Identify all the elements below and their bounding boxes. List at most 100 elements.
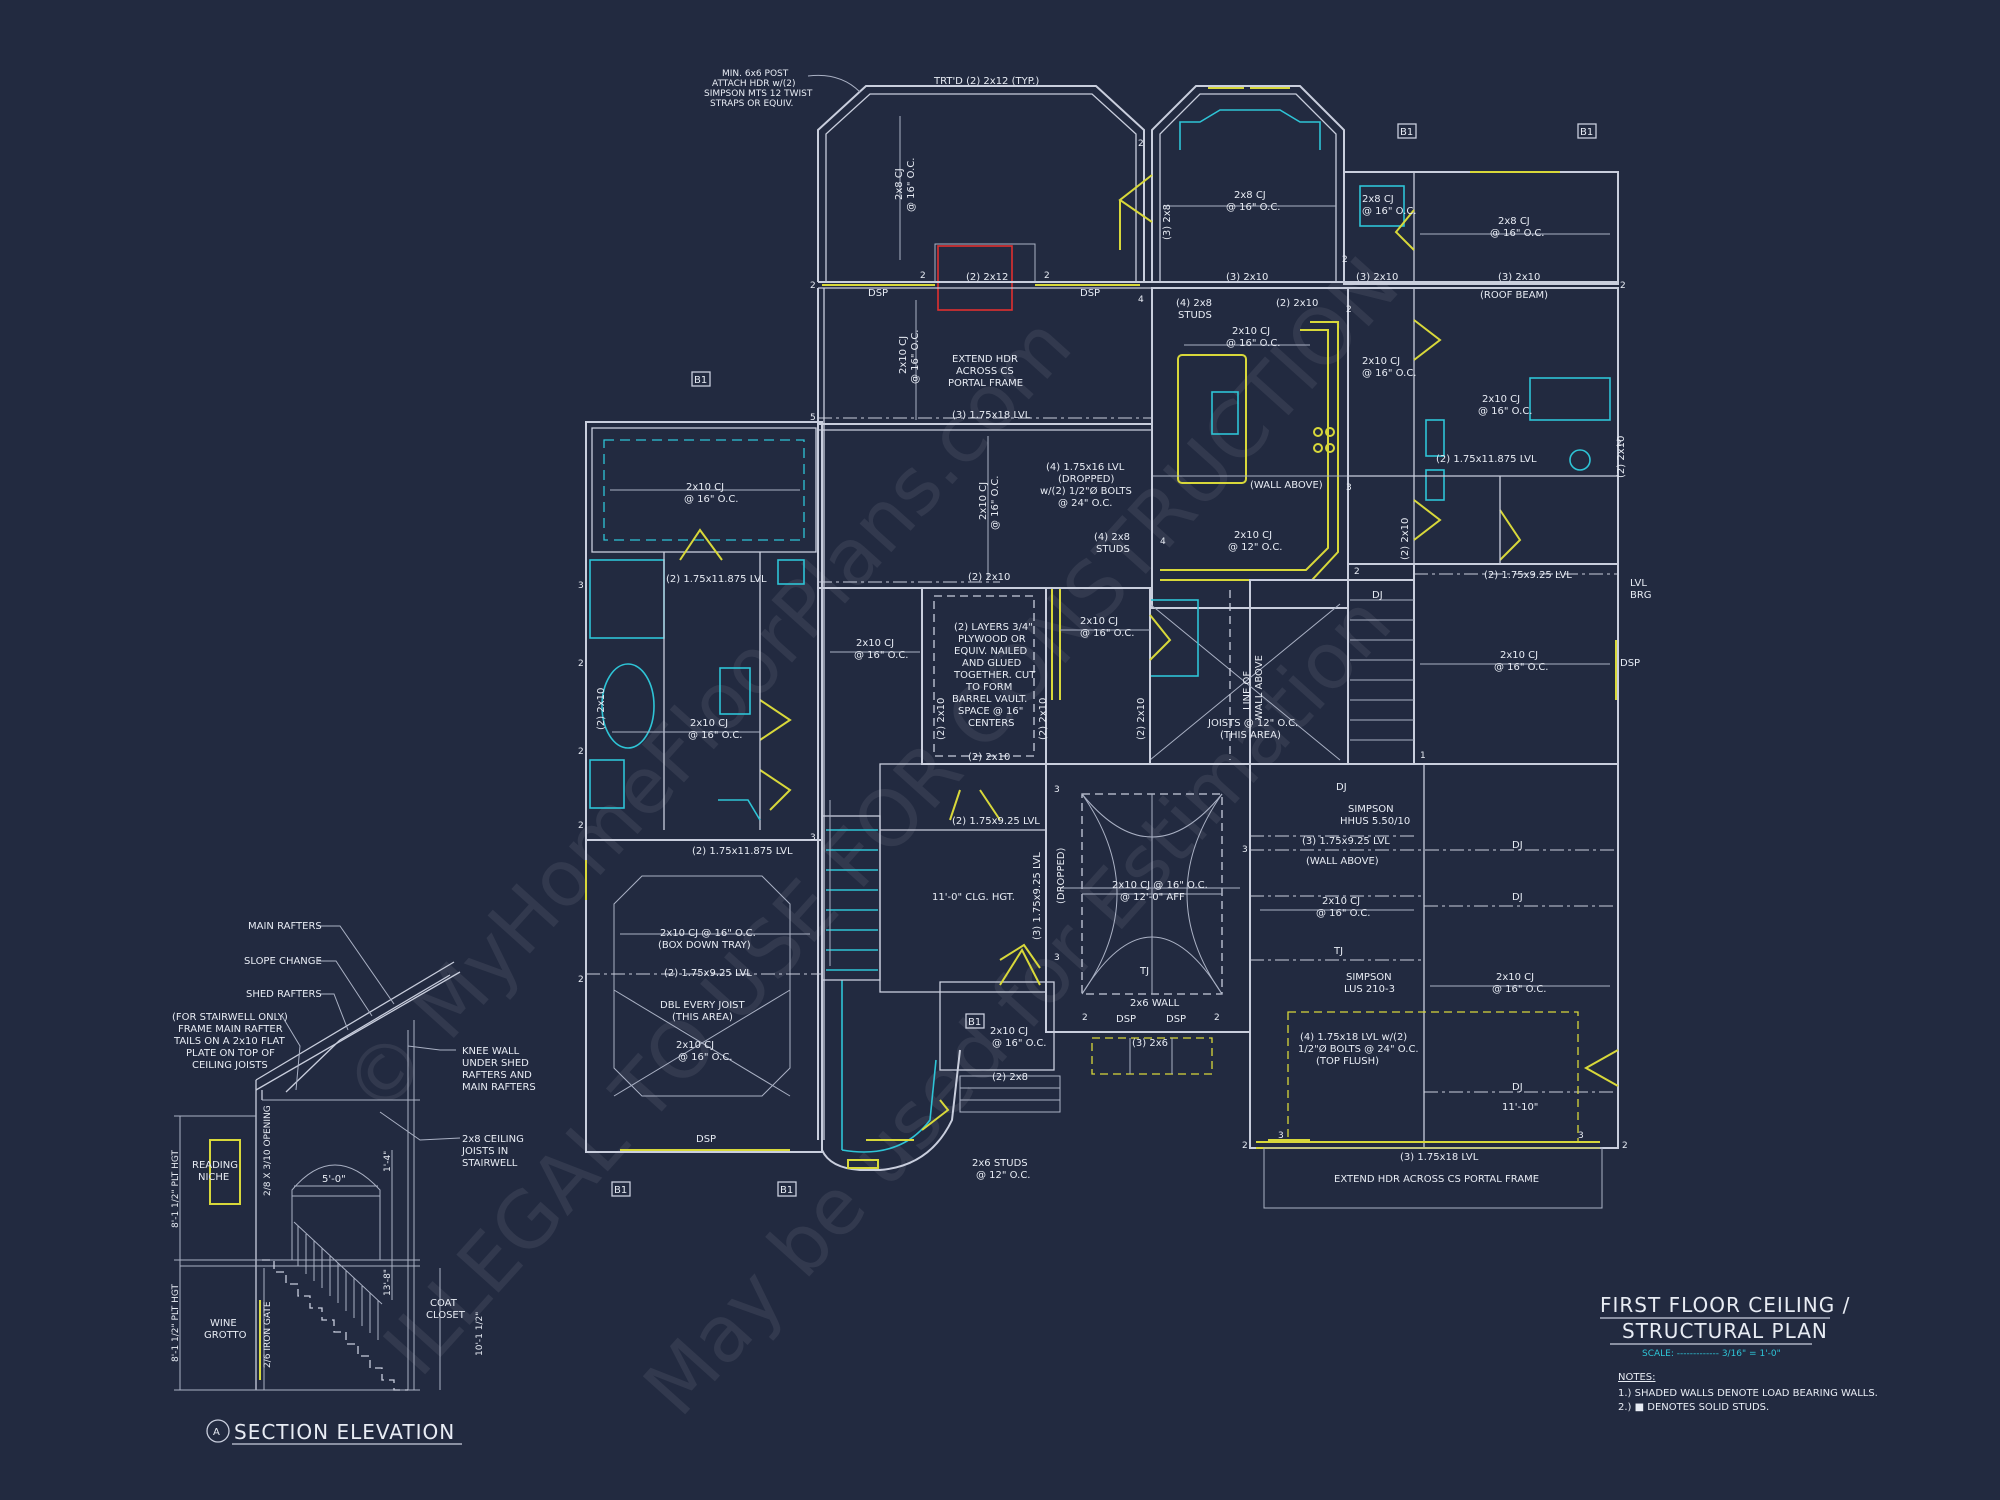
- foyer-curved-wall: [821, 1049, 961, 1171]
- plan-annotation-text: STUDS: [1096, 544, 1130, 555]
- plan-annotation-text: 2: [1622, 1141, 1628, 1151]
- plan-annotation-text: (2) 2x12: [966, 272, 1008, 283]
- plan-annotation-text: SLOPE CHANGE: [244, 956, 322, 967]
- b1-tag: B1: [968, 1017, 981, 1028]
- plan-annotation-text: DJ: [1336, 782, 1347, 793]
- plan-annotation-text: PLYWOOD OR: [958, 634, 1026, 645]
- plan-annotation-text: (2) 1.75x9.25 LVL: [952, 816, 1040, 827]
- plan-annotation-text: (ROOF BEAM): [1480, 290, 1548, 301]
- plan-annotation-text: JOISTS IN: [461, 1146, 508, 1157]
- kitchen-island: [1177, 354, 1247, 484]
- shower: [589, 559, 665, 639]
- plan-annotation-text: 4: [1160, 537, 1166, 547]
- plan-annotation-text: (DROPPED): [1056, 848, 1067, 905]
- plan-annotation-text: @ 16" O.C.: [1362, 368, 1417, 379]
- plan-annotation-text: LINE OF: [1242, 671, 1253, 710]
- plan-annotation-text: @ 16" O.C.: [854, 650, 909, 661]
- plan-annotation-text: 8'-1 1/2" PLT HGT: [171, 1283, 181, 1362]
- plan-annotation-text: @ 16" O.C.: [1080, 628, 1135, 639]
- plan-annotation-text: STAIRWELL: [462, 1158, 518, 1169]
- bathtub: [1529, 377, 1611, 421]
- plan-annotation-text: STRAPS OR EQUIV.: [710, 99, 793, 109]
- b1-tag: B1: [1580, 127, 1593, 138]
- plan-annotation-text: 3: [1346, 483, 1352, 493]
- plan-annotation-text: @ 24" O.C.: [1058, 498, 1113, 509]
- plan-annotation-text: 4: [1138, 295, 1144, 305]
- plan-annotation-text: (3) 2x8: [1162, 204, 1173, 240]
- powder-room: [939, 981, 1055, 1071]
- plan-annotation-text: DSP: [868, 288, 888, 299]
- plan-title-line-2: STRUCTURAL PLAN: [1622, 1319, 1828, 1343]
- section-marker: A: [213, 1427, 220, 1438]
- plan-annotation-text: (2) 2x10: [1136, 698, 1147, 740]
- bay-great-room: [817, 85, 1145, 282]
- plan-annotation-text: 2: [1044, 271, 1050, 281]
- plan-annotation-text: @ 16" O.C.: [910, 330, 921, 385]
- plan-annotation-text: 2x8 CEILING: [462, 1134, 524, 1145]
- plan-annotation-text: RAFTERS AND: [462, 1070, 532, 1081]
- plan-annotation-text: (2) 1.75x11.875 LVL: [666, 574, 767, 585]
- plan-annotation-text: SIMPSON: [1346, 972, 1392, 983]
- plan-annotation-text: SIMPSON MTS 12 TWIST: [704, 89, 813, 99]
- plan-annotation-text: @ 16" O.C.: [1492, 984, 1547, 995]
- section-title: SECTION ELEVATION: [234, 1420, 455, 1444]
- plan-annotation-text: 5: [810, 413, 816, 423]
- plan-annotation-text: BARREL VAULT.: [952, 694, 1027, 705]
- plan-annotation-text: DBL EVERY JOIST: [660, 1000, 746, 1011]
- plan-annotation-text: 11'-0" CLG. HGT.: [932, 892, 1015, 903]
- plan-annotation-text: SIMPSON: [1348, 804, 1394, 815]
- plan-annotation-text: @ 16" O.C.: [1478, 406, 1533, 417]
- section-marker-circle: [206, 1419, 230, 1443]
- plan-annotation-text: 2: [578, 659, 584, 669]
- plan-annotation-text: (2) 2x10: [968, 752, 1010, 763]
- plan-annotation-text: 2/6 IRON GATE: [263, 1301, 273, 1368]
- plan-annotation-text: 3: [1578, 1131, 1584, 1141]
- plan-annotation-text: 2x10 CJ: [1322, 896, 1360, 907]
- plan-annotation-text: ACROSS CS: [956, 366, 1014, 377]
- plan-annotation-text: (3) 1.75x9.25 LVL: [1302, 836, 1390, 847]
- plan-annotation-text: 2x10 CJ: [978, 482, 989, 520]
- plan-annotation-text: @ 16" O.C.: [678, 1052, 733, 1063]
- note-2: 2.) ■ DENOTES SOLID STUDS.: [1618, 1402, 1769, 1413]
- notes-heading: NOTES:: [1618, 1372, 1656, 1383]
- plan-annotation-text: 2/8 X 3/10 OPENING: [263, 1105, 273, 1196]
- b1-tag: B1: [1400, 127, 1413, 138]
- plan-annotation-text: CEILING JOISTS: [192, 1060, 268, 1071]
- plan-annotation-text: UNDER SHED: [462, 1058, 529, 1069]
- plan-annotation-text: @ 16" O.C.: [990, 476, 1001, 531]
- plan-annotation-text: EXTEND HDR: [952, 354, 1018, 365]
- plan-annotation-text: DJ: [1512, 892, 1523, 903]
- plan-annotation-text: WALL ABOVE: [1254, 655, 1265, 720]
- plan-annotation-text: (2) 2x10: [1276, 298, 1318, 309]
- plan-annotation-text: (THIS AREA): [672, 1012, 733, 1023]
- plan-annotation-text: ATTACH HDR w/(2): [712, 79, 795, 89]
- plan-annotation-text: 2: [1138, 139, 1144, 149]
- plan-annotation-text: @ 16" O.C.: [1494, 662, 1549, 673]
- plan-annotation-text: KNEE WALL: [462, 1046, 520, 1057]
- plan-annotation-text: 2x10 CJ: [1232, 326, 1270, 337]
- plan-annotation-text: 2x10 CJ @ 16" O.C.: [660, 928, 756, 939]
- plan-annotation-text: 5'-0": [322, 1174, 346, 1185]
- plan-annotation-text: 1/2"Ø BOLTS @ 24" O.C.: [1298, 1043, 1419, 1055]
- plan-annotation-text: @ 16" O.C.: [992, 1038, 1047, 1049]
- plan-annotation-text: (3) 1.75x9.25 LVL: [1032, 852, 1043, 940]
- garage-area: [1249, 763, 1619, 1149]
- plan-annotation-text: (2) 2x10: [596, 688, 607, 730]
- plan-annotation-text: @ 16" O.C.: [684, 494, 739, 505]
- plan-annotation-text: EQUIV. NAILED: [954, 646, 1028, 657]
- bay-breakfast-nook: [1151, 85, 1345, 282]
- plan-annotation-text: (3) 2x6: [1132, 1038, 1168, 1049]
- plan-annotation-text: (BOX DOWN TRAY): [658, 940, 751, 951]
- plan-annotation-text: 3: [1278, 1131, 1284, 1141]
- plan-annotation-text: 2: [810, 281, 816, 291]
- plan-annotation-text: FRAME MAIN RAFTER: [178, 1024, 283, 1035]
- plan-title-line-1: FIRST FLOOR CEILING /: [1600, 1293, 1850, 1317]
- plan-annotation-text: @ 16" O.C.: [1362, 206, 1417, 217]
- plan-annotation-text: STUDS: [1178, 310, 1212, 321]
- plan-annotation-text: DSP: [1080, 288, 1100, 299]
- plan-annotation-text: MAIN RAFTERS: [248, 921, 322, 932]
- plan-annotation-text: 3: [1054, 785, 1060, 795]
- watermark: © MyHomeFloorPlans.com ILLEGAL TO USE FO…: [327, 241, 1417, 1433]
- plan-annotation-text: EXTEND HDR ACROSS CS PORTAL FRAME: [1334, 1174, 1539, 1185]
- plan-annotation-text: 3: [1242, 845, 1248, 855]
